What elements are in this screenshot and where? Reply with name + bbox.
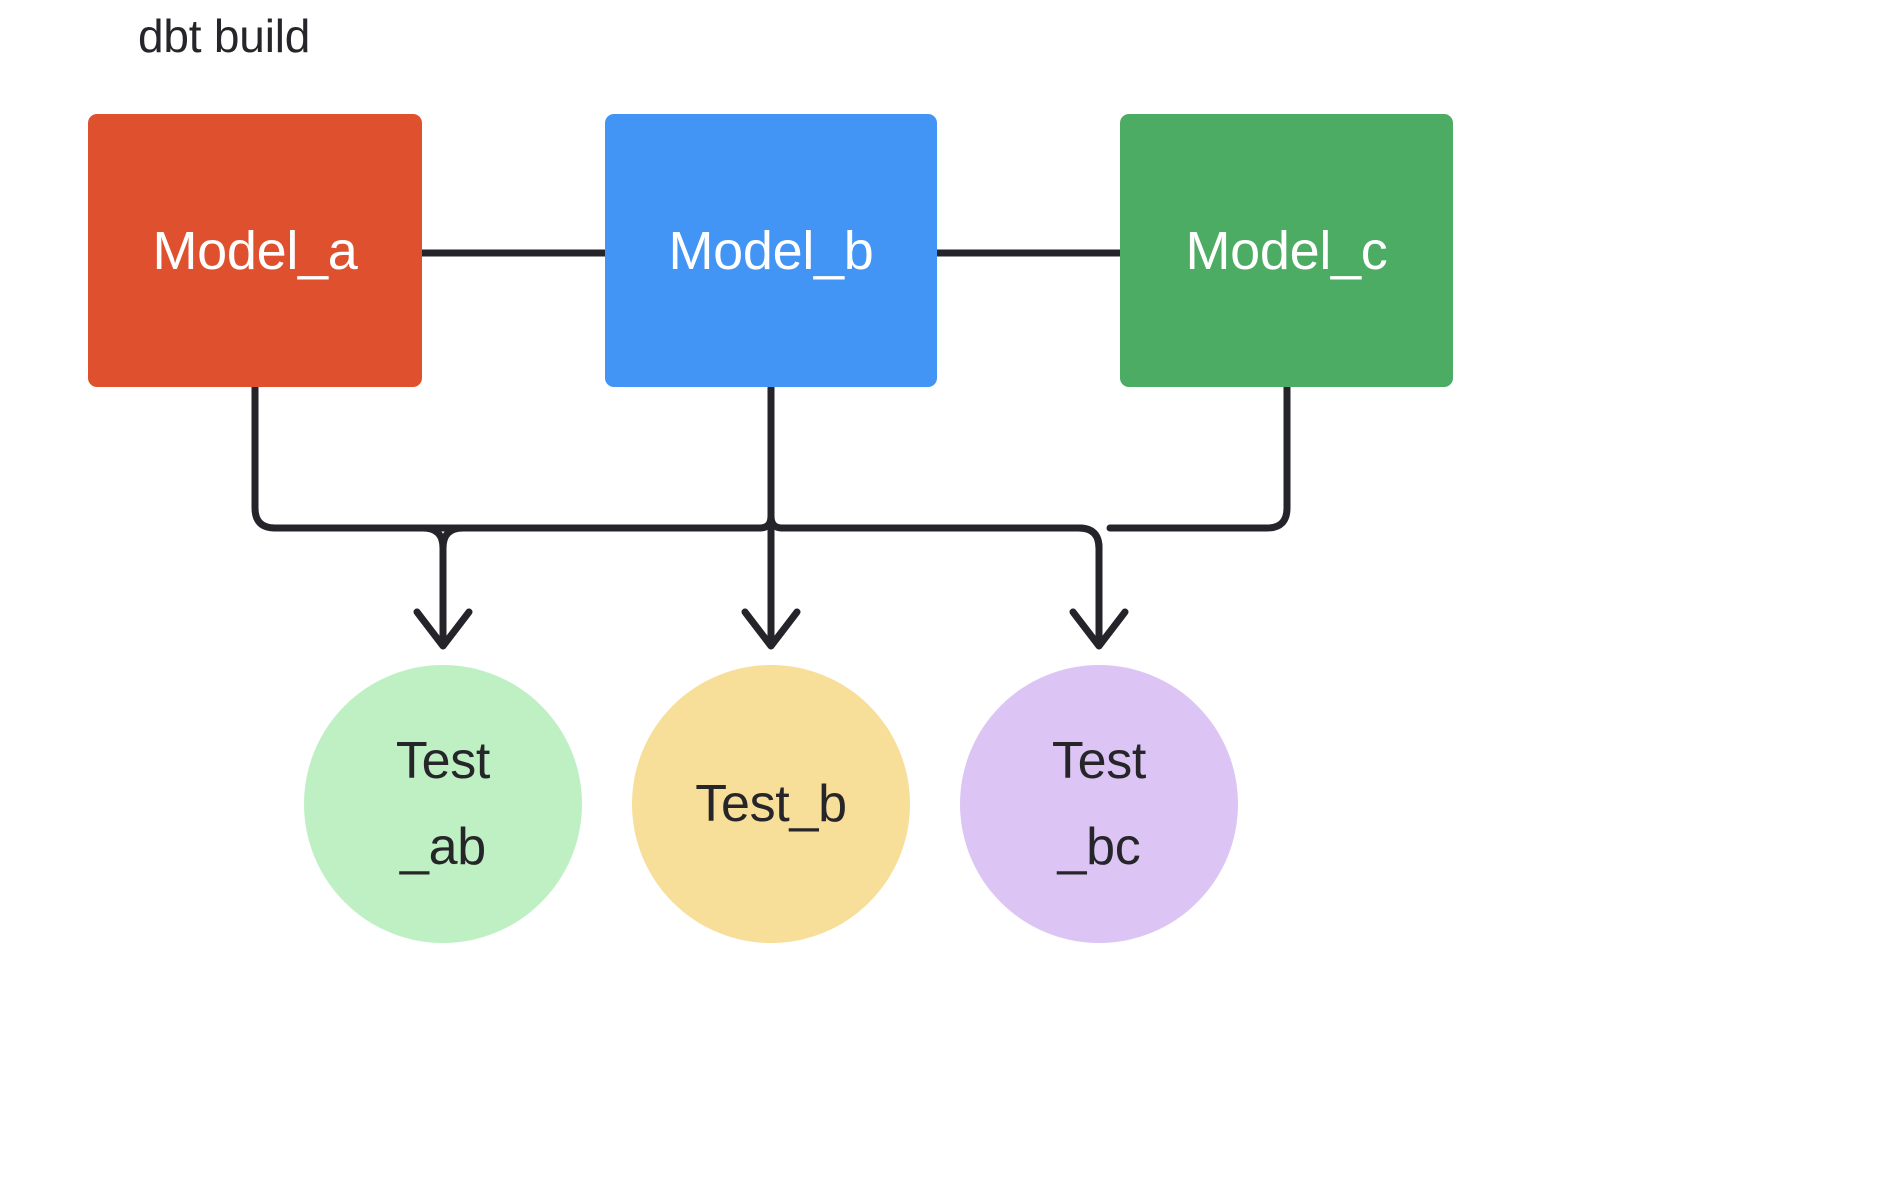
page-title: dbt build bbox=[138, 10, 311, 62]
edge-bus-to-test-bc bbox=[778, 524, 1129, 650]
node-test-ab-label: Test _ab bbox=[395, 732, 491, 876]
node-model-a-label: Model_a bbox=[152, 220, 358, 281]
bus-saddle-center bbox=[756, 512, 786, 532]
node-model-b-label: Model_b bbox=[668, 220, 874, 281]
node-model-c-label: Model_c bbox=[1185, 220, 1388, 281]
node-test-b[interactable]: Test_b bbox=[632, 665, 910, 943]
node-test-bc-label: Test _bc bbox=[1051, 732, 1147, 876]
node-model-c[interactable]: Model_c bbox=[1120, 114, 1453, 387]
bus-saddle-right bbox=[1075, 524, 1103, 552]
edge-model-c-to-bus bbox=[1106, 383, 1291, 532]
node-model-b[interactable]: Model_b bbox=[605, 114, 937, 387]
node-test-bc[interactable]: Test _bc bbox=[960, 665, 1238, 943]
edge-model-a-to-bus bbox=[251, 383, 764, 532]
node-test-ab[interactable]: Test _ab bbox=[304, 665, 582, 943]
bus-saddle-left bbox=[439, 524, 764, 552]
node-model-a[interactable]: Model_a bbox=[88, 114, 422, 387]
node-test-b-label: Test_b bbox=[695, 775, 847, 833]
